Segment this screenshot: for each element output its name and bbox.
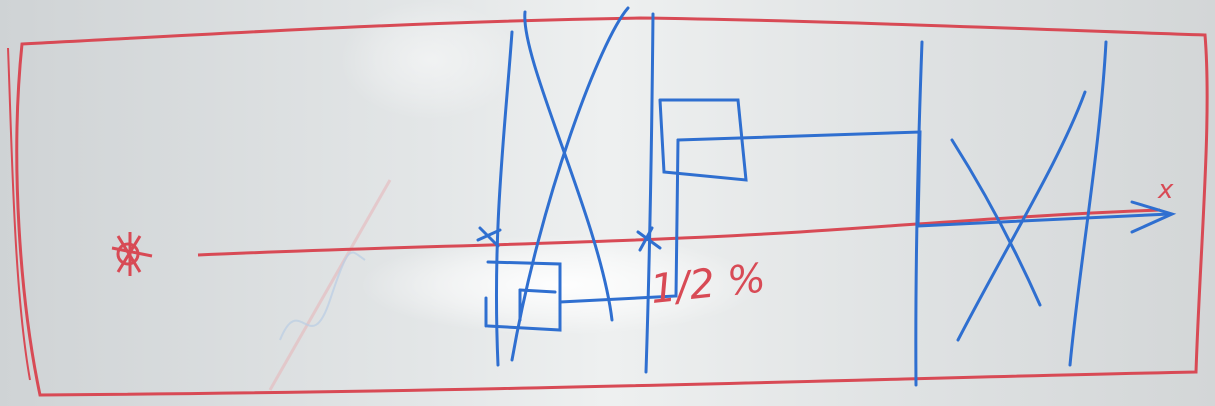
end-label: x	[1157, 175, 1174, 205]
glare-top	[340, 0, 520, 120]
